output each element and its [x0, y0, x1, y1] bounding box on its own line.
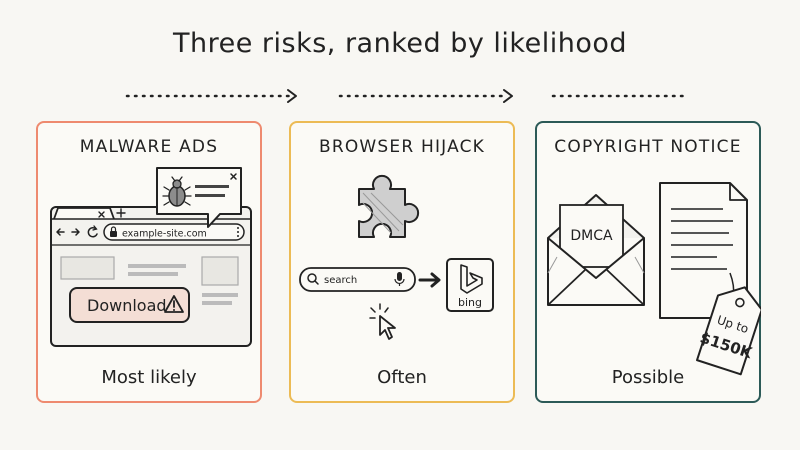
browser-hijack-card: BROWSER HIJACK search bing	[289, 121, 515, 403]
arrow-right-icon	[418, 272, 441, 288]
progression-arrows	[125, 89, 690, 103]
download-button	[69, 287, 190, 323]
warning-icon	[164, 295, 184, 313]
puzzle-piece-icon	[358, 174, 420, 238]
back-icon[interactable]	[56, 228, 65, 236]
bing-label: bing	[458, 296, 482, 309]
forward-icon[interactable]	[71, 228, 80, 236]
close-icon[interactable]	[230, 173, 237, 180]
browser-illustration: example-site.com Download	[50, 167, 252, 347]
copyright-illustration: DMCA Up to $150K	[547, 182, 761, 376]
likelihood-label: Possible	[611, 367, 685, 388]
search-bar	[299, 267, 416, 292]
malware-ads-card: MALWARE ADS example-site.com	[36, 121, 262, 403]
page-title: Three risks, ranked by likelihood	[173, 28, 627, 59]
price-tag-icon: Up to $150K	[696, 272, 761, 376]
hijack-illustration: search bing	[299, 174, 494, 340]
lock-icon	[110, 226, 117, 237]
bing-logo-icon	[460, 264, 483, 294]
address-bar	[103, 223, 245, 241]
copyright-notice-card: COPYRIGHT NOTICE DMCA	[535, 121, 761, 403]
download-button-label[interactable]: Download	[87, 296, 167, 315]
close-icon[interactable]	[98, 211, 105, 218]
cursor-icon	[369, 303, 396, 340]
url-text: example-site.com	[122, 229, 207, 240]
card-title: BROWSER HIJACK	[318, 137, 486, 157]
bug-icon	[162, 176, 192, 207]
document-icon	[659, 182, 748, 319]
likelihood-label: Often	[377, 367, 427, 388]
card-title: COPYRIGHT NOTICE	[554, 137, 742, 157]
arrow-right-icon	[338, 89, 513, 103]
envelope-icon: DMCA	[547, 194, 645, 306]
plus-icon[interactable]	[116, 208, 126, 218]
likelihood-label: Most likely	[101, 367, 197, 388]
search-placeholder: search	[324, 275, 357, 286]
refresh-icon[interactable]	[87, 225, 98, 238]
kebab-icon[interactable]	[237, 227, 239, 237]
microphone-icon[interactable]	[394, 272, 405, 286]
card-title: MALWARE ADS	[79, 137, 219, 157]
search-icon	[307, 273, 319, 285]
arrow-right-icon	[125, 89, 297, 103]
dmca-label: DMCA	[570, 228, 613, 244]
